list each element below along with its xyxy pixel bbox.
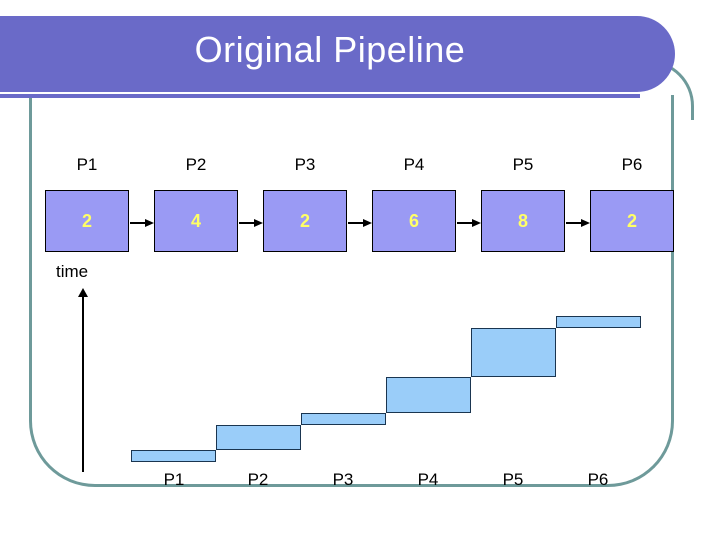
axis-label-p4: P4 <box>417 470 439 489</box>
stage-value-p4: 6 <box>408 210 419 231</box>
stage-box-p3[interactable]: 2 <box>263 190 347 252</box>
stage-label-p5: P5 <box>512 155 534 174</box>
time-axis-label: time <box>56 262 89 281</box>
stage-value-p1: 2 <box>81 210 92 231</box>
title-underline-rule <box>0 92 640 98</box>
stage-label-p3: P3 <box>294 155 316 174</box>
axis-label-p2: P2 <box>247 470 269 489</box>
right-arrow-icon-p4-p5 <box>457 219 481 227</box>
stage-label-p6: P6 <box>621 155 643 174</box>
arrow-shaft <box>239 222 256 224</box>
arrow-head <box>472 219 481 227</box>
stage-value-p5: 8 <box>517 210 528 231</box>
arrow-head <box>363 219 372 227</box>
title-banner <box>0 16 675 92</box>
page-title: Original Pipeline <box>194 29 466 70</box>
stage-label-p4: P4 <box>403 155 425 174</box>
stage-label-p2: P2 <box>185 155 207 174</box>
axis-label-p5: P5 <box>502 470 524 489</box>
axis-label-p1: P1 <box>163 470 185 489</box>
stage-value-p2: 4 <box>190 210 201 231</box>
stage-value-p3: 2 <box>299 210 310 231</box>
arrow-shaft <box>348 222 365 224</box>
axis-label-p3: P3 <box>332 470 354 489</box>
arrow-shaft <box>457 222 474 224</box>
right-arrow-icon-p5-p6 <box>566 219 590 227</box>
stage-box-p6[interactable]: 2 <box>590 190 674 252</box>
axis-label-p6: P6 <box>587 470 609 489</box>
step-bar-p6[interactable] <box>556 315 641 328</box>
arrow-shaft <box>566 222 583 224</box>
stage-box-p1[interactable]: 2 <box>45 190 129 252</box>
stage-label-p1: P1 <box>76 155 98 174</box>
arrow-head <box>254 219 263 227</box>
step-bar-p5[interactable] <box>471 327 556 377</box>
step-bar-p2[interactable] <box>216 425 301 450</box>
up-arrow-icon <box>78 288 88 297</box>
slide-frame-border <box>29 95 674 487</box>
stage-value-p6: 2 <box>626 210 637 231</box>
step-bar-p3[interactable] <box>301 413 386 426</box>
stage-box-p2[interactable]: 4 <box>154 190 238 252</box>
step-bar-p4[interactable] <box>386 376 471 414</box>
arrow-head <box>145 219 154 227</box>
right-arrow-icon-p2-p3 <box>239 219 263 227</box>
time-axis-line <box>82 292 84 472</box>
right-arrow-icon-p3-p4 <box>348 219 372 227</box>
stage-box-p4[interactable]: 6 <box>372 190 456 252</box>
step-bar-p1[interactable] <box>131 449 216 462</box>
stage-box-p5[interactable]: 8 <box>481 190 565 252</box>
arrow-shaft <box>130 222 147 224</box>
right-arrow-icon-p1-p2 <box>130 219 154 227</box>
arrow-head <box>581 219 590 227</box>
